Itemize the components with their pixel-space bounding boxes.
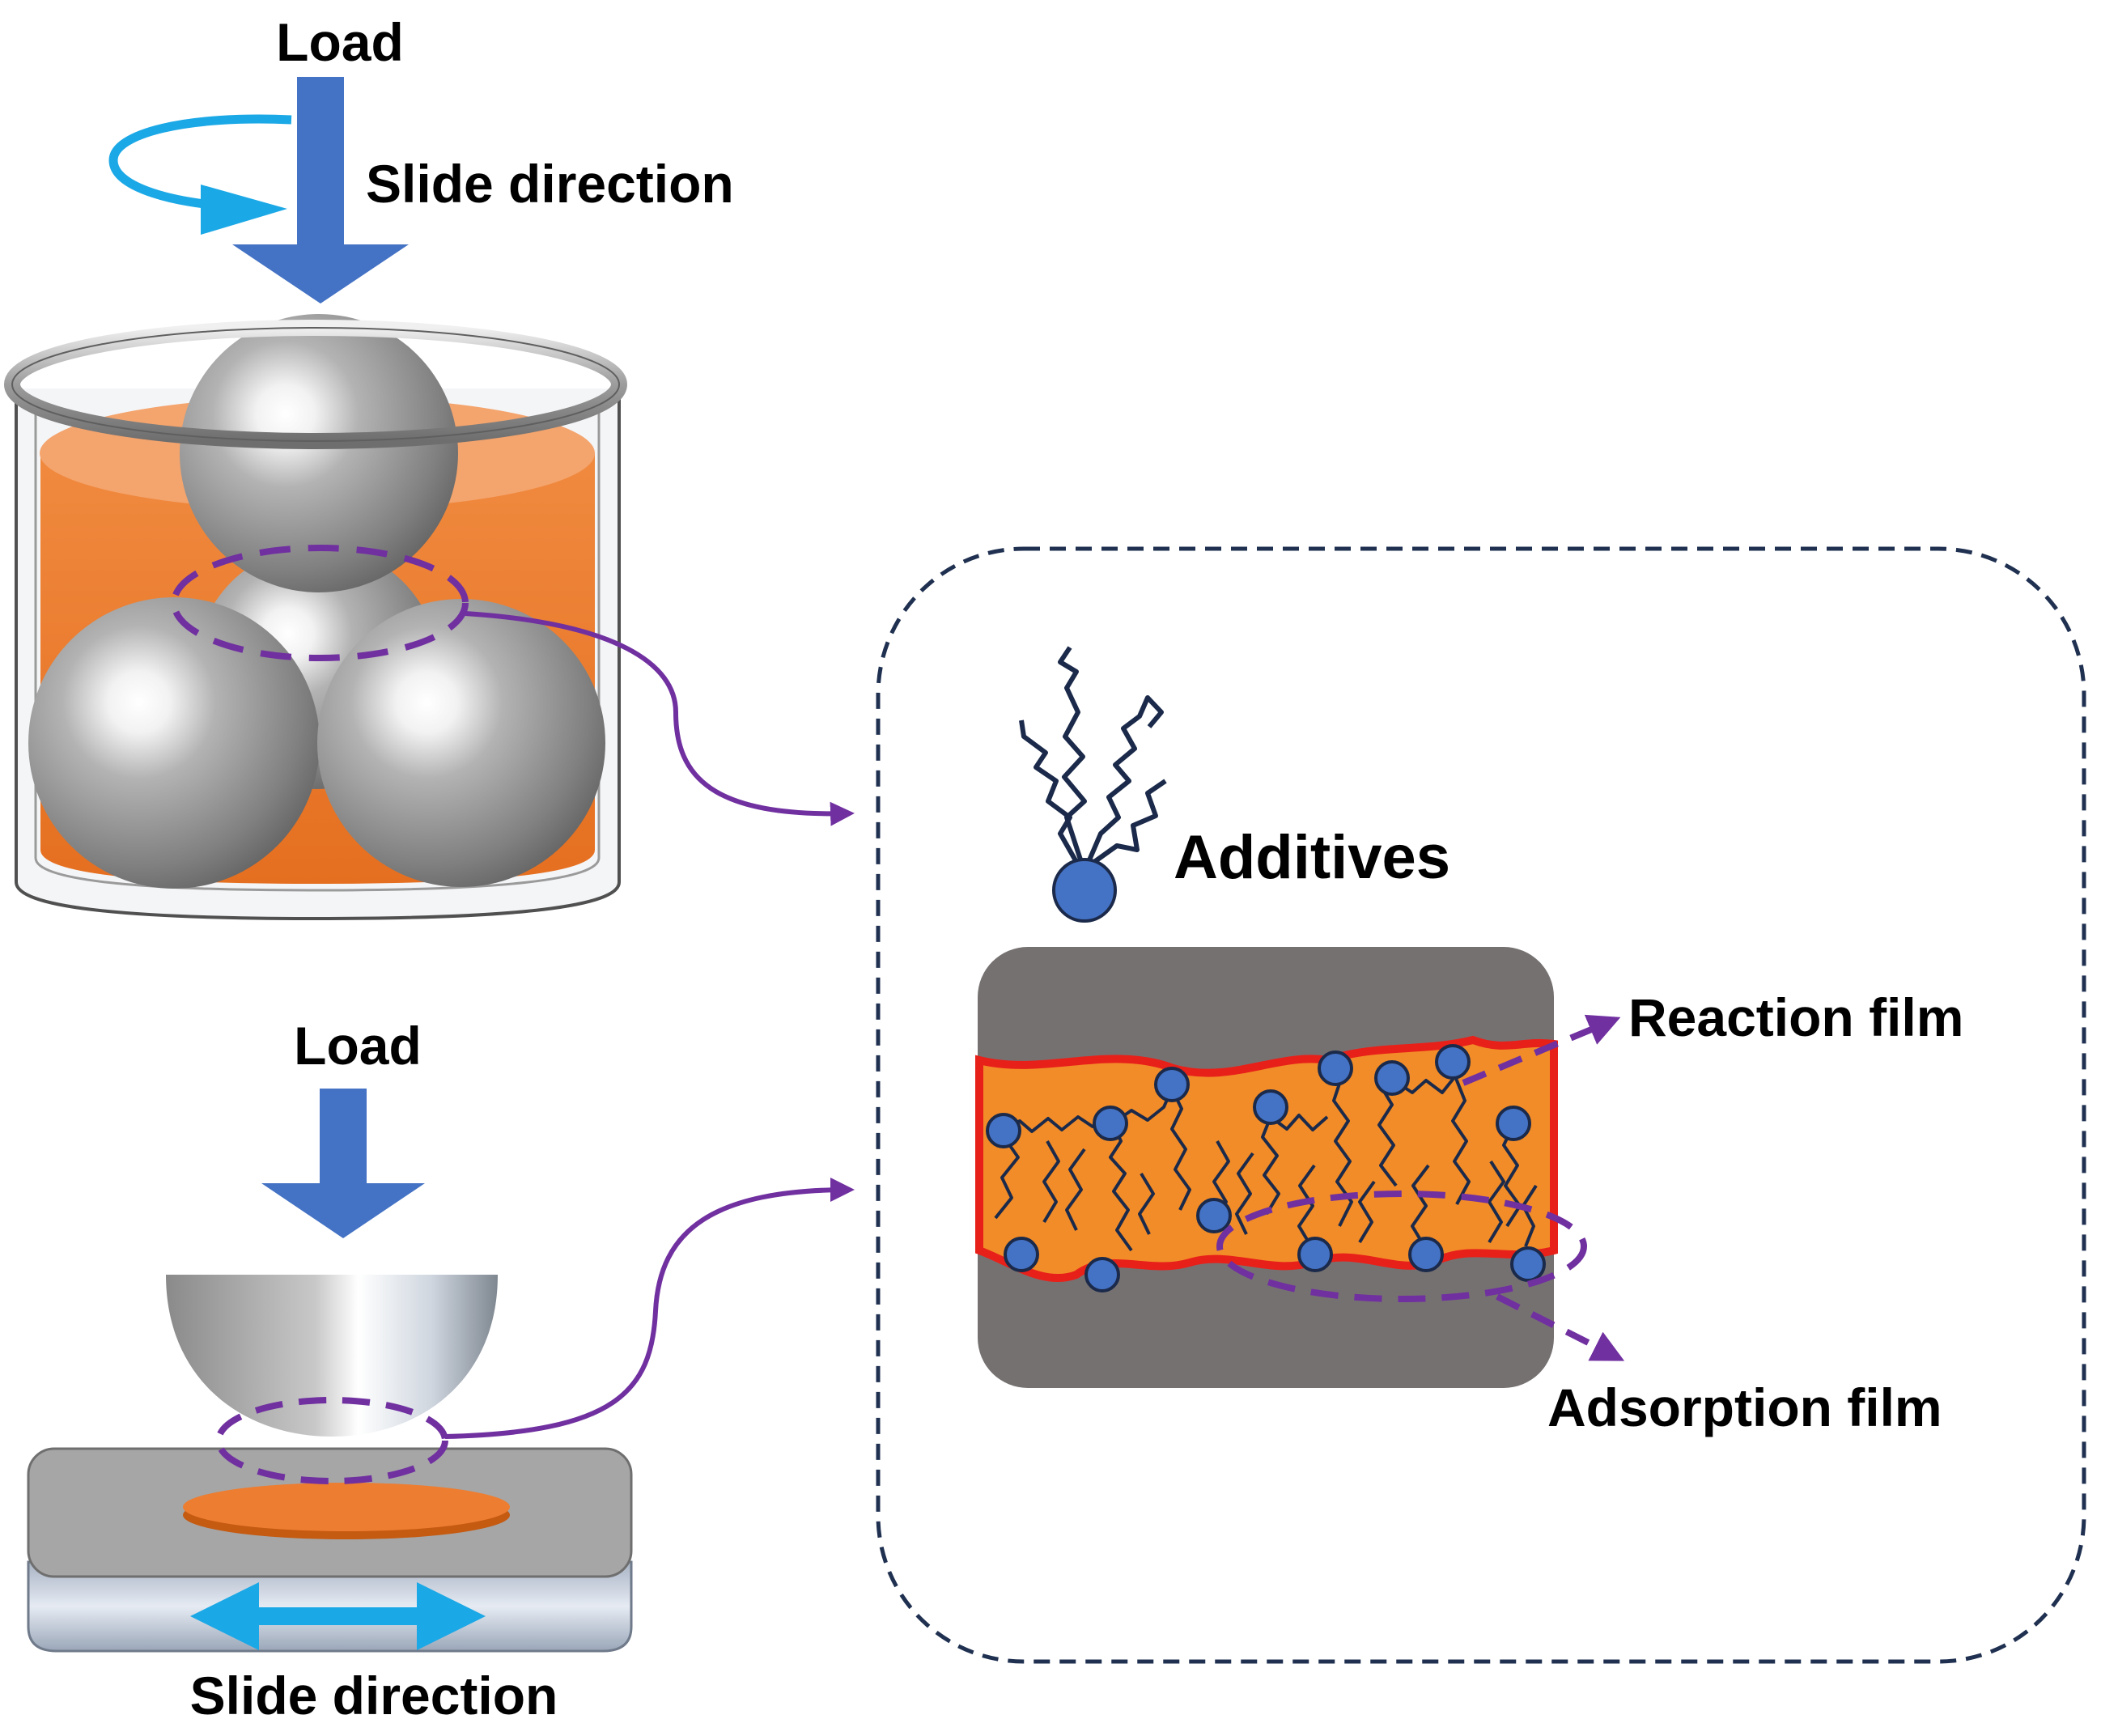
double-arrow-icon — [190, 1582, 486, 1650]
contact-zone-ellipse — [171, 545, 469, 661]
adsorption-film-pointer — [1496, 1293, 1625, 1361]
additive-head — [1154, 1067, 1190, 1102]
additive-head — [1496, 1106, 1531, 1141]
adsorption-zone-ellipse — [1216, 1191, 1587, 1302]
hemispherical-ball — [166, 1275, 498, 1437]
additive-head — [1004, 1237, 1039, 1272]
rotation-arrow-icon — [108, 114, 292, 235]
reaction-film-pointer — [1462, 1014, 1621, 1086]
top-ball — [180, 314, 458, 592]
bottom-ball-right — [317, 599, 605, 887]
film-additive-heads — [986, 1044, 1546, 1292]
additives-label: Additives — [1174, 823, 1450, 892]
contact-zone-ellipse — [215, 1397, 448, 1484]
additive-head — [986, 1113, 1021, 1148]
lubricating-film — [975, 1035, 1558, 1283]
ring-outline — [11, 327, 620, 442]
load-arrow-icon — [261, 1089, 425, 1238]
flat-plate-side — [27, 1560, 633, 1653]
additive-head — [1435, 1044, 1471, 1080]
ball-on-flat-load-label: Load — [294, 1016, 422, 1076]
load-arrow-icon — [232, 77, 409, 303]
additive-head — [1084, 1257, 1120, 1292]
additive-head — [1318, 1051, 1353, 1086]
ball-on-flat-tester: Load Slide direction — [27, 1016, 633, 1725]
additive-head — [1052, 858, 1117, 923]
bottom-ball-left — [28, 597, 320, 889]
reaction-film-label: Reaction film — [1628, 987, 1963, 1047]
detail-frame — [876, 546, 2086, 1664]
additive-head — [1093, 1106, 1128, 1141]
additive-head — [1297, 1237, 1333, 1272]
additive-head — [1196, 1198, 1232, 1233]
four-ball-load-label: Load — [276, 12, 404, 72]
callout-connector-bottom — [444, 1178, 855, 1439]
four-ball-slide-direction-label: Slide direction — [366, 154, 734, 214]
additive-molecule-icon — [1019, 646, 1167, 864]
additive-head — [1510, 1246, 1546, 1282]
additive-head — [1374, 1060, 1410, 1096]
adsorption-film-label: Adsorption film — [1547, 1377, 1942, 1437]
oil-film-disk — [183, 1483, 510, 1531]
ball-on-flat-slide-direction-label: Slide direction — [190, 1666, 558, 1725]
additive-head — [1253, 1089, 1288, 1125]
beaker-inner-wall — [34, 405, 601, 892]
four-ball-tester: Load Slide direction — [4, 12, 734, 921]
callout-connector-top — [465, 611, 855, 826]
additive-head — [1408, 1237, 1444, 1272]
